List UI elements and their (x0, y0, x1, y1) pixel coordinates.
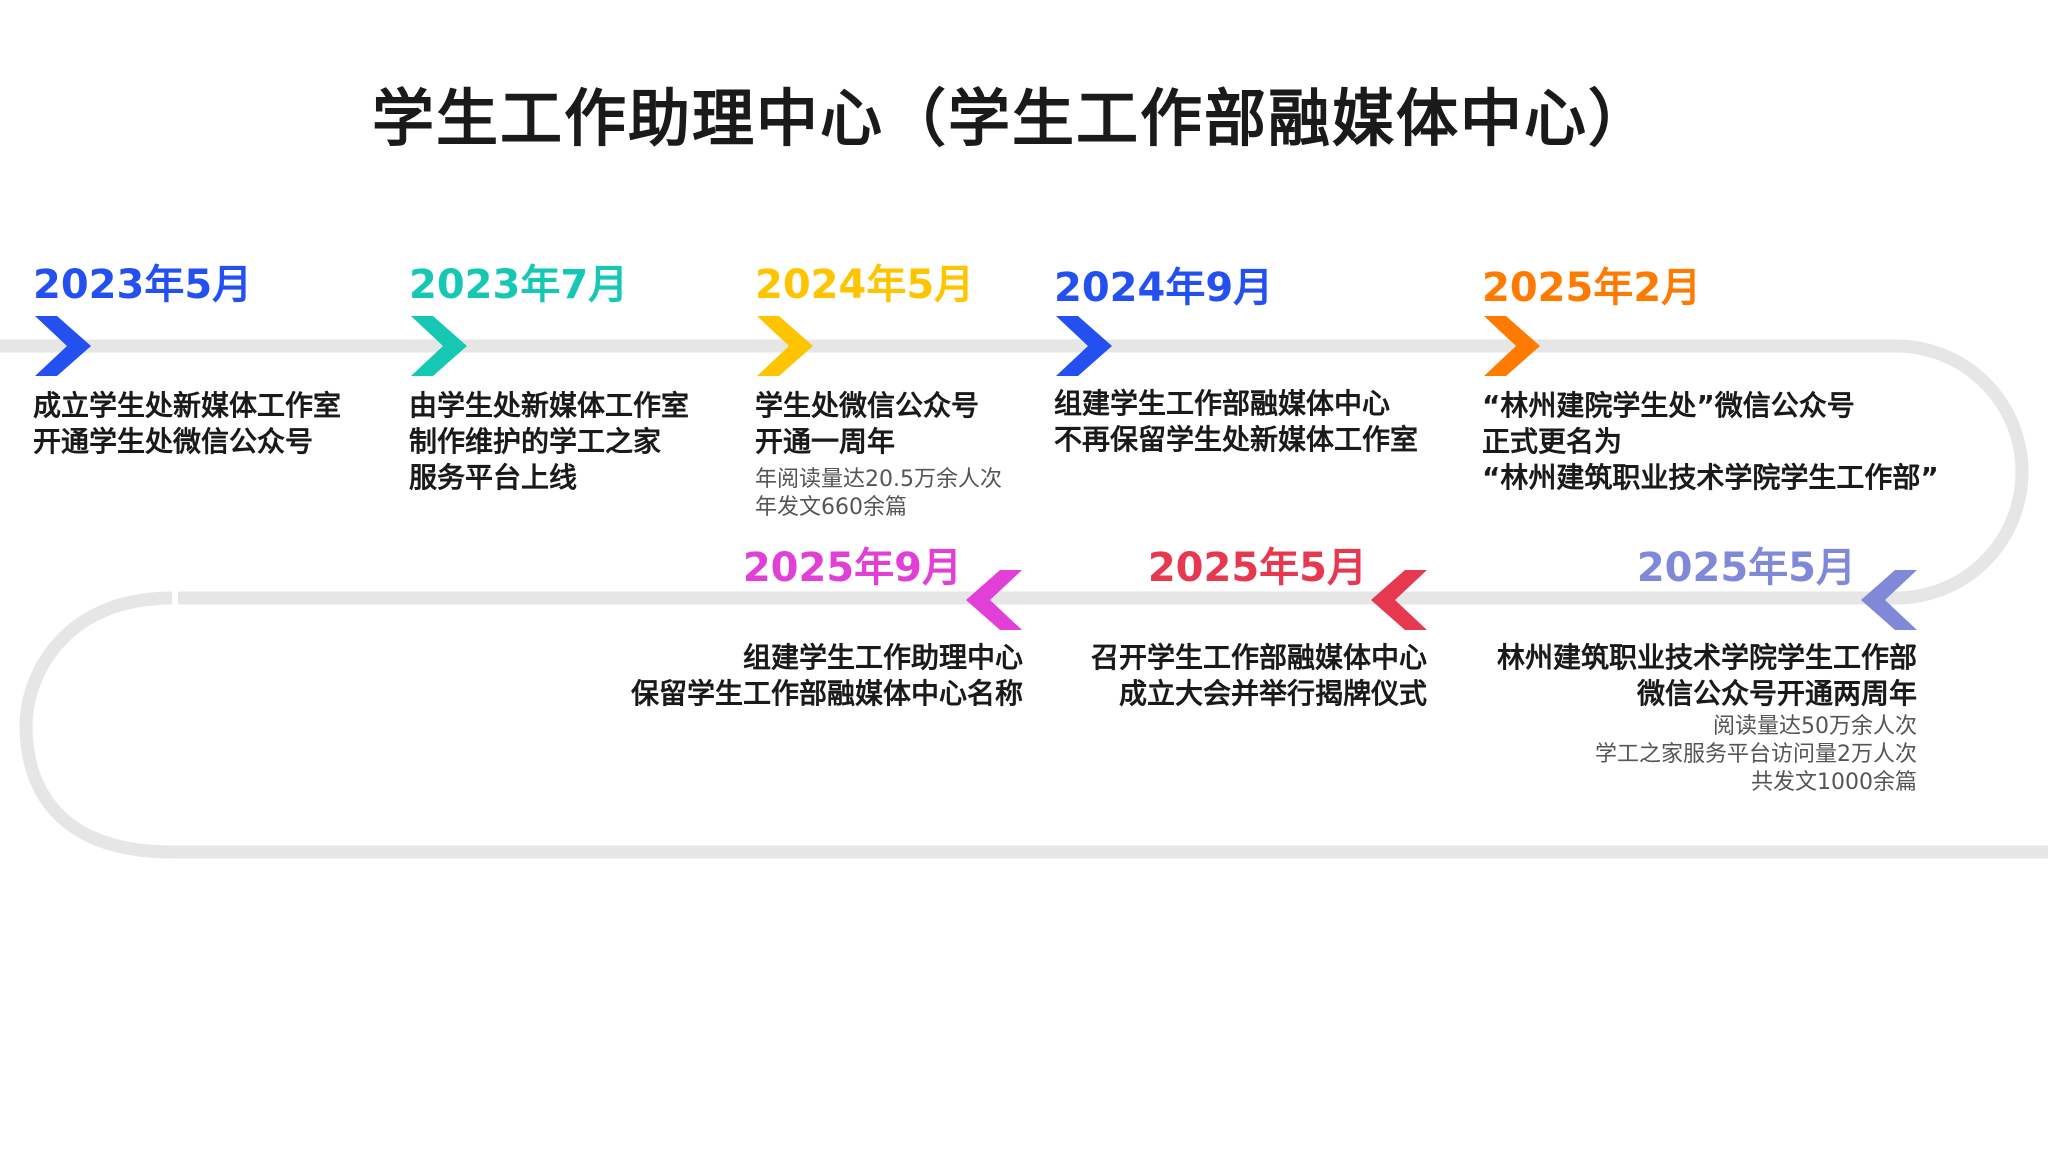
event-date: 2025年5月 (1147, 545, 1367, 591)
event-date: 2024年5月 (755, 262, 975, 308)
stat-line: 学工之家服务平台访问量2万人次 (1595, 742, 1917, 767)
desc-line: 成立学生处新媒体工作室 (33, 389, 342, 422)
chevron-left-icon (1861, 570, 1917, 630)
chevron-right-icon (757, 316, 813, 376)
desc-line: 组建学生工作助理中心 (742, 641, 1023, 674)
chevron-right-icon (1056, 316, 1112, 376)
desc-line: 服务平台上线 (409, 461, 578, 494)
page-title: 学生工作助理中心（学生工作部融媒体中心） (371, 82, 1652, 155)
chevron-left-icon (966, 570, 1022, 630)
desc-line: 不再保留学生处新媒体工作室 (1054, 423, 1419, 456)
stat-line: 年发文660余篇 (755, 495, 907, 520)
desc-line: 学生处微信公众号 (755, 389, 980, 422)
event-date: 2025年5月 (1636, 545, 1856, 591)
event-description: 成立学生处新媒体工作室 开通学生处微信公众号 (33, 388, 341, 460)
event-description: 组建学生工作助理中心 保留学生工作部融媒体中心名称 (631, 640, 1023, 712)
chevron-right-icon (1484, 316, 1540, 376)
desc-line: 制作维护的学工之家 (409, 425, 662, 458)
desc-line: 开通一周年 (755, 425, 896, 458)
event-description: 由学生处新媒体工作室 制作维护的学工之家 服务平台上线 (409, 388, 689, 496)
desc-line: 组建学生工作部融媒体中心 (1054, 387, 1391, 420)
desc-line: 林州建筑职业技术学院学生工作部 (1496, 641, 1917, 674)
event-date: 2025年9月 (742, 545, 962, 591)
event-date: 2023年5月 (33, 262, 253, 308)
desc-line: 开通学生处微信公众号 (33, 425, 314, 458)
desc-line: “林州建院学生处”微信公众号 (1482, 389, 1855, 422)
event-stats: 年阅读量达20.5万余人次 年发文660余篇 (755, 466, 1002, 522)
event-description: 召开学生工作部融媒体中心 成立大会并举行揭牌仪式 (1091, 640, 1427, 712)
desc-line: 成立大会并举行揭牌仪式 (1118, 677, 1427, 710)
desc-line: 微信公众号开通两周年 (1636, 677, 1917, 710)
event-description: 林州建筑职业技术学院学生工作部 微信公众号开通两周年 (1497, 640, 1917, 712)
desc-line: “林州建筑职业技术学院学生工作部” (1482, 461, 1939, 494)
desc-line: 保留学生工作部融媒体中心名称 (630, 677, 1023, 710)
desc-line: 正式更名为 (1482, 425, 1623, 458)
stat-line: 年阅读量达20.5万余人次 (755, 467, 1002, 492)
desc-line: 召开学生工作部融媒体中心 (1090, 641, 1427, 674)
event-date: 2024年9月 (1054, 265, 1274, 311)
event-description: 组建学生工作部融媒体中心 不再保留学生处新媒体工作室 (1054, 386, 1418, 458)
stat-line: 共发文1000余篇 (1751, 770, 1917, 795)
desc-line: 由学生处新媒体工作室 (409, 389, 690, 422)
chevron-left-icon (1371, 570, 1427, 630)
stat-line: 阅读量达50万余人次 (1713, 714, 1917, 739)
event-date: 2023年7月 (409, 262, 629, 308)
chevron-right-icon (411, 316, 467, 376)
event-stats: 阅读量达50万余人次 学工之家服务平台访问量2万人次 共发文1000余篇 (1595, 713, 1917, 797)
event-date: 2025年2月 (1482, 265, 1702, 311)
event-description: “林州建院学生处”微信公众号 正式更名为 “林州建筑职业技术学院学生工作部” (1482, 388, 1939, 496)
event-description: 学生处微信公众号 开通一周年 (755, 388, 979, 460)
chevron-right-icon (35, 316, 91, 376)
